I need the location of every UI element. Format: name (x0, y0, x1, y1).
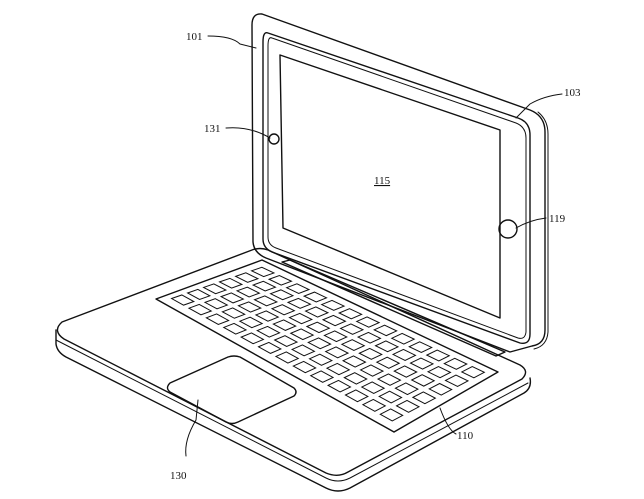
keyboard-key (292, 360, 317, 374)
keyboard-key (408, 341, 433, 354)
home-button (498, 219, 518, 239)
keyboard-key (325, 362, 351, 376)
keyboard-key (391, 348, 417, 361)
base-top-deck (56, 247, 527, 476)
keyboard-key (460, 366, 486, 379)
keyboard-key (205, 313, 230, 326)
keyboard-key (239, 332, 265, 345)
keyboard-key (289, 328, 315, 341)
keyboard-key (302, 291, 328, 303)
keyboard-key (256, 325, 281, 338)
keyboard-key (373, 324, 398, 337)
keyboard-key (320, 299, 346, 311)
keyboard-key (356, 331, 382, 344)
keyboard-key (285, 283, 311, 295)
keyboard-key (410, 374, 436, 387)
keyboard-key (344, 389, 369, 403)
keyboard-key (390, 332, 416, 345)
screen (279, 54, 501, 319)
keyboard-key (309, 370, 335, 383)
lid-outline (251, 13, 546, 353)
keyboard-key (327, 379, 352, 393)
keyboard-well (155, 259, 499, 433)
keyboard-key (237, 301, 262, 313)
keyboard-key (443, 357, 468, 370)
base (55, 247, 532, 492)
keyboard-key (339, 323, 365, 335)
keyboard-key (186, 288, 212, 300)
keyboard-key (234, 272, 260, 283)
keyboard-key (269, 289, 295, 301)
label-115: 115 (374, 175, 391, 187)
label-103: 103 (564, 87, 581, 99)
keyboard-key (428, 382, 453, 396)
keyboard-key (341, 355, 367, 368)
keyboard-key (395, 399, 421, 413)
keyboard-key (324, 346, 350, 359)
keyboard-key (288, 312, 314, 325)
keyboard (170, 266, 486, 422)
keyboard-key (376, 373, 402, 386)
keyboard-key (251, 280, 277, 292)
keyboard-key (257, 341, 282, 354)
keyboard-key (203, 298, 229, 310)
hinge (281, 259, 506, 357)
keyboard-key (393, 365, 418, 378)
trackpad (166, 355, 297, 425)
keyboard-key (221, 307, 246, 319)
keyboard-key (222, 322, 248, 335)
label-131: 131 (204, 123, 221, 135)
keyboard-key (359, 364, 385, 377)
keyboard-key (358, 347, 383, 360)
keyboard-key (321, 314, 347, 327)
keyboard-key (307, 337, 332, 350)
keyboard-key (273, 335, 299, 348)
keyboard-key (425, 349, 451, 362)
keyboard-key (202, 283, 228, 295)
keyboard-key (308, 353, 333, 366)
lid (251, 13, 549, 357)
keyboard-key (250, 266, 276, 278)
keyboard-key (426, 365, 452, 379)
label-119: 119 (549, 213, 566, 225)
label-130: 130 (170, 470, 187, 482)
keyboard-key (235, 286, 261, 298)
keyboard-key (254, 310, 280, 322)
keyboard-key (305, 321, 331, 334)
camera-icon (268, 133, 280, 145)
keyboard-key (394, 382, 419, 396)
keyboard-key (187, 303, 213, 316)
keyboard-key (355, 316, 381, 328)
keyboard-key (290, 344, 316, 357)
keyboard-key (340, 339, 366, 352)
keyboard-key (170, 294, 196, 306)
keyboard-key (411, 391, 437, 405)
keyboard-key (219, 292, 245, 304)
keyboard-key (218, 277, 244, 289)
keyboard-key (409, 357, 435, 370)
keyboard-key (444, 374, 470, 387)
keyboard-key (378, 390, 403, 404)
keyboard-key (286, 297, 312, 309)
keyboard-key (272, 319, 297, 331)
leader-lines (185, 35, 563, 457)
label-101: 101 (186, 31, 203, 43)
keyboard-key (361, 398, 387, 412)
keyboard-key (253, 295, 279, 307)
keyboard-key (304, 306, 330, 318)
keyboard-key (323, 330, 348, 343)
keyboard-key (360, 381, 386, 395)
label-110: 110 (457, 430, 474, 442)
keyboard-key (274, 351, 300, 364)
keyboard-key (267, 275, 293, 286)
tablet-frame (262, 32, 531, 344)
keyboard-key (379, 408, 404, 422)
keyboard-key (270, 304, 296, 316)
keyboard-key (343, 372, 368, 385)
keyboard-key (337, 308, 363, 320)
keyboard-key (375, 356, 401, 369)
keyboard-key (374, 340, 400, 353)
keyboard-key (238, 316, 264, 329)
